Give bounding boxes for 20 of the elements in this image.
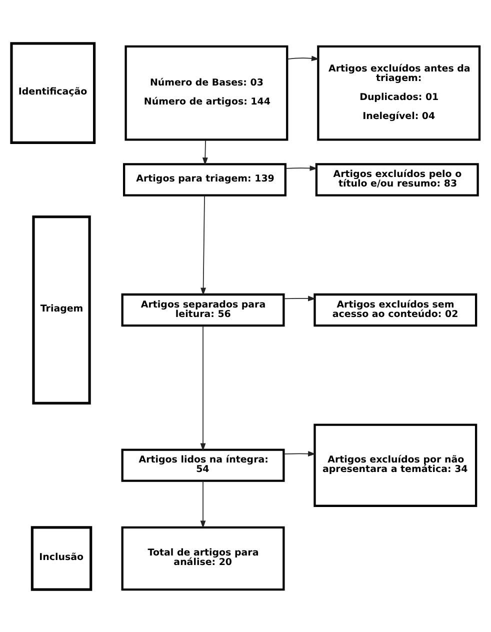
node-box: Artigos excluídos pelo o título e/ou resumo: 83 <box>315 162 479 196</box>
arrow <box>283 295 316 301</box>
arrow <box>200 194 206 295</box>
arrow <box>200 480 206 528</box>
node-box: Artigos excluídos antes da triagem: Duplicados: 01 Inelegível: 04 <box>317 44 481 140</box>
node-box: Inclusão <box>30 526 92 590</box>
node-box: Artigos para triagem: 139 <box>123 162 286 196</box>
arrow <box>202 138 208 165</box>
arrow <box>286 55 320 61</box>
arrow <box>283 450 316 456</box>
arrow <box>200 324 206 451</box>
node-box: Número de Bases: 03 Número de artigos: 144 <box>124 44 288 140</box>
node-box: Triagem <box>32 215 91 404</box>
node-box: Artigos lidos na íntegra: 54 <box>121 448 285 482</box>
node-box: Artigos separados para leitura: 56 <box>121 292 285 326</box>
arrow <box>285 164 318 170</box>
node-box: Total de artigos para análise: 20 <box>121 526 285 590</box>
node-box: Artigos excluídos sem acesso ao conteúdo: 02 <box>314 292 478 326</box>
node-box: Artigos excluídos por não apresentara a temática: 34 <box>314 423 478 506</box>
node-box: Identificação <box>10 42 96 144</box>
